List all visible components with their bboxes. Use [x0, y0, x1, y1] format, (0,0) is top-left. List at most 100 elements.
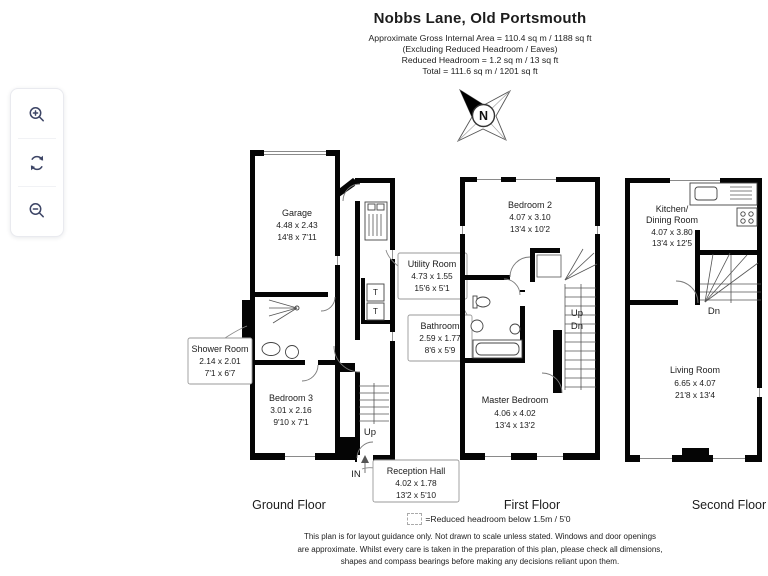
- floorplan-canvas[interactable]: T T Garage 4.48 x 2.43 14'8 x 7'11: [185, 140, 768, 518]
- rotate-icon: [30, 155, 44, 170]
- reception-hall-label: Reception Hall 4.02 x 1.78 13'2 x 5'10: [387, 466, 446, 500]
- tank-label: T: [373, 288, 378, 297]
- bathroom-label: Bathroom 2.59 x 1.77 8'6 x 5'9: [419, 321, 461, 355]
- utility-room-label: Utility Room 4.73 x 1.55 15'6 x 5'1: [408, 259, 457, 293]
- room-name: Shower Room: [191, 344, 248, 354]
- room-name: Garage: [282, 208, 312, 218]
- room-dims-imperial: 8'6 x 5'9: [425, 345, 456, 355]
- second-floor-caption: Second Floor: [692, 498, 766, 512]
- gross-area-line: Approximate Gross Internal Area = 110.4 …: [368, 33, 592, 43]
- room-name: Living Room: [670, 365, 720, 375]
- sink-fixture: [509, 323, 521, 335]
- room-name: Utility Room: [408, 259, 457, 269]
- room-dims-imperial: 13'4 x 10'2: [510, 224, 550, 234]
- stairs-down-label: Dn: [571, 321, 583, 332]
- disclaimer-line: This plan is for layout guidance only. N…: [303, 532, 657, 541]
- viewer-toolbar: [10, 88, 64, 237]
- zoom-in-button[interactable]: [11, 91, 63, 138]
- total-line: Total = 111.6 sq m / 1201 sq ft: [422, 66, 538, 76]
- magnifier-plus-icon: [29, 106, 44, 121]
- room-name: Bedroom 2: [508, 200, 552, 210]
- legend-text: =Reduced headroom below 1.5m / 5'0: [425, 514, 571, 524]
- second-stairs: [700, 252, 761, 303]
- ground-floor-plan: T T Garage 4.48 x 2.43 14'8 x 7'11: [242, 150, 395, 480]
- kitchen-sink: [694, 186, 718, 201]
- room-dims-imperial: 13'4 x 13'2: [495, 420, 535, 430]
- first-stairs: [536, 248, 598, 390]
- ground-door-arcs: [301, 183, 374, 459]
- compass-rose: N: [456, 88, 512, 143]
- first-door-arcs: [503, 256, 563, 394]
- first-floor-caption: First Floor: [504, 498, 560, 512]
- toilet-fixture: [261, 342, 281, 356]
- room-dims-metric: 4.73 x 1.55: [411, 271, 453, 281]
- stairs-up-label: Up: [571, 308, 583, 319]
- entrance-label: IN: [351, 469, 361, 480]
- room-dims-imperial: 7'1 x 6'7: [205, 368, 236, 378]
- room-dims-metric: 4.02 x 1.78: [395, 478, 437, 488]
- shower-room-fixtures: [261, 299, 300, 359]
- second-door-arcs: [675, 280, 699, 304]
- garage-label: Garage 4.48 x 2.43 14'8 x 7'11: [276, 208, 318, 242]
- bedroom3-label: Bedroom 3 3.01 x 2.16 9'10 x 7'1: [269, 393, 313, 427]
- disclaimer: This plan is for layout guidance only. N…: [192, 531, 768, 569]
- kitchen-fixtures: [689, 182, 758, 227]
- kitchen-dining-label: Kitchen/ Dining Room 4.07 x 3.80 13'4 x …: [646, 204, 698, 248]
- second-floor-plan: Kitchen/ Dining Room 4.07 x 3.80 13'4 x …: [625, 178, 762, 462]
- master-bedroom-label: Master Bedroom 4.06 x 4.02 13'4 x 13'2: [482, 395, 549, 430]
- reduced-headroom-line: Reduced Headroom = 1.2 sq m / 13 sq ft: [401, 55, 559, 65]
- room-dims-imperial: 9'10 x 7'1: [273, 417, 309, 427]
- page-title: Nobbs Lane, Old Portsmouth: [373, 10, 587, 27]
- callout-labels: Utility Room 4.73 x 1.55 15'6 x 5'1 Bath…: [187, 249, 473, 503]
- toolbar-divider: [18, 186, 56, 187]
- room-dims-metric: 2.14 x 2.01: [199, 356, 241, 366]
- ground-floor-caption: Ground Floor: [252, 498, 326, 512]
- tank-label: T: [373, 307, 378, 316]
- living-room-label: Living Room 6.65 x 4.07 21'8 x 13'4: [670, 365, 720, 400]
- first-bathroom-fixtures: [470, 295, 523, 359]
- second-openings: [640, 178, 762, 462]
- room-dims-metric: 4.07 x 3.80: [651, 227, 693, 237]
- ground-stairs: [359, 383, 389, 424]
- reduced-headroom-legend: =Reduced headroom below 1.5m / 5'0: [189, 513, 768, 525]
- stairs-down-label: Dn: [708, 306, 720, 317]
- room-dims-imperial: 13'2 x 5'10: [396, 490, 436, 500]
- room-name: Bedroom 3: [269, 393, 313, 403]
- magnifier-minus-icon: [29, 202, 44, 217]
- room-dims-imperial: 14'8 x 7'11: [277, 232, 317, 242]
- room-name: Reception Hall: [387, 466, 446, 476]
- room-dims-metric: 6.65 x 4.07: [674, 378, 716, 388]
- room-name: Dining Room: [646, 215, 698, 225]
- shower-room-label: Shower Room 2.14 x 2.01 7'1 x 6'7: [191, 344, 248, 378]
- first-floor-plan: Bedroom 2 4.07 x 3.10 13'4 x 10'2 Master…: [460, 177, 600, 460]
- compass-north-label: N: [479, 109, 488, 123]
- disclaimer-line: shapes and compass bearings before makin…: [340, 557, 620, 566]
- room-name: Master Bedroom: [482, 395, 549, 405]
- room-dims-imperial: 13'4 x 12'5: [652, 238, 692, 248]
- first-openings: [460, 177, 600, 460]
- reduced-headroom-swatch: [407, 513, 423, 525]
- room-dims-metric: 4.06 x 4.02: [494, 408, 536, 418]
- disclaimer-line: are approximate. Whilst every care is ta…: [297, 544, 663, 554]
- excluding-line: (Excluding Reduced Headroom / Eaves): [402, 44, 558, 54]
- room-dims-metric: 2.59 x 1.77: [419, 333, 461, 343]
- room-name: Bathroom: [420, 321, 459, 331]
- rotate-button[interactable]: [11, 139, 63, 186]
- stairs-up-label: Up: [364, 427, 376, 438]
- zoom-out-button[interactable]: [11, 187, 63, 234]
- bedroom2-label: Bedroom 2 4.07 x 3.10 13'4 x 10'2: [508, 200, 552, 234]
- room-dims-metric: 4.07 x 3.10: [509, 212, 551, 222]
- toolbar-divider: [18, 138, 56, 139]
- room-dims-metric: 3.01 x 2.16: [270, 405, 312, 415]
- washer-fixture: [364, 201, 388, 241]
- room-name: Kitchen/: [656, 204, 689, 214]
- plan-header: Nobbs Lane, Old Portsmouth Approximate G…: [192, 10, 768, 77]
- toilet-fixture: [475, 296, 491, 308]
- stove-hob: [736, 207, 758, 227]
- room-dims-imperial: 15'6 x 5'1: [414, 283, 450, 293]
- entrance-arrow: [361, 455, 369, 473]
- room-dims-metric: 4.48 x 2.43: [276, 220, 318, 230]
- sink-fixture: [470, 319, 484, 333]
- sink-fixture: [285, 345, 299, 359]
